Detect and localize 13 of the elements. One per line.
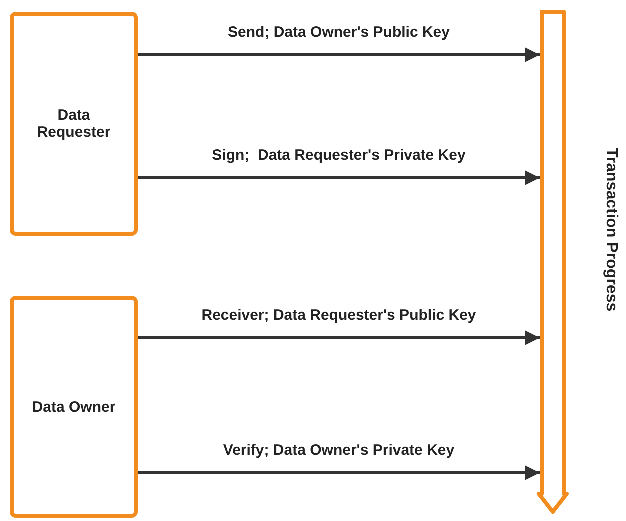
edge-label: Verify; Data Owner's Private Key <box>223 442 455 460</box>
arrow <box>138 330 540 346</box>
arrow <box>138 170 540 186</box>
actor-name: Data Owner <box>31 398 117 416</box>
edge-label: Receiver; Data Requester's Public Key <box>202 307 476 325</box>
actor-box <box>10 296 138 518</box>
edge-label: Sign; Data Requester's Private Key <box>212 147 466 165</box>
arrow <box>138 466 540 480</box>
axis-label: Transaction Progress <box>602 148 620 312</box>
actor-box <box>10 12 138 236</box>
actor-name: Data Requester <box>36 107 112 141</box>
arrow <box>138 48 540 62</box>
edge-label: Send; Data Owner's Public Key <box>228 24 450 42</box>
